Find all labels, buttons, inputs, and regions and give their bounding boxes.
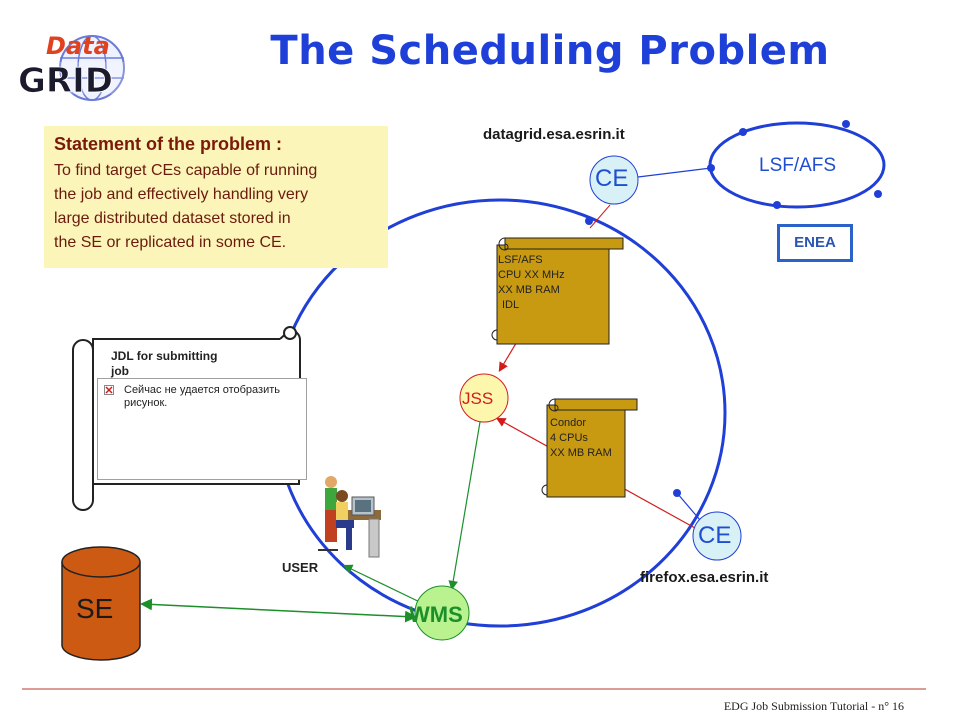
ce-top-node[interactable]: [589, 155, 639, 205]
resource-scroll-bottom: [541, 398, 638, 498]
problem-statement: Statement of the problem : To find targe…: [44, 126, 388, 268]
image-error-line: Сейчас не удается отобразить: [124, 384, 280, 396]
image-error-text: Сейчас не удается отобразить рисунок.: [124, 384, 294, 410]
scroll-bottom-line: Condor: [550, 417, 587, 429]
wms-label: WMS: [409, 602, 463, 627]
scroll-top-line: IDL: [502, 299, 520, 311]
se-label: SE: [76, 593, 114, 624]
scroll-top-line: CPU XX MHz: [498, 269, 565, 281]
scroll-bottom-line: XX MB RAM: [550, 447, 612, 459]
datagrid-logo: Data GRID: [16, 32, 146, 101]
lsf-afs-label: LSF/AFS: [759, 155, 837, 176]
statement-line: large distributed dataset stored in: [54, 210, 291, 227]
ce-bottom-node[interactable]: [692, 511, 742, 561]
statement-body: To find target CEs capable of running th…: [54, 159, 378, 255]
jdl-title-line: job: [111, 364, 129, 378]
statement-line: the SE or replicated in some CE.: [54, 234, 287, 251]
slide-footer: EDG Job Submission Tutorial - n° 16: [723, 699, 904, 713]
scroll-bottom-line: 4 CPUs: [550, 432, 588, 444]
jss-node[interactable]: [459, 373, 509, 423]
scroll-top-line: XX MB RAM: [498, 284, 560, 296]
broken-image-icon: [104, 385, 114, 395]
page-title: The Scheduling Problem: [270, 28, 830, 74]
host-label-bottom: firefox.esa.esrin.it: [640, 569, 769, 586]
image-error-line: рисунок.: [124, 397, 168, 409]
logo-grid-text: GRID: [18, 61, 113, 101]
ce-top-label: CE: [595, 165, 629, 192]
statement-line: To find target CEs capable of running: [54, 162, 318, 179]
scroll-top-text: LSF/AFS CPU XX MHz XX MB RAM IDL: [498, 253, 565, 313]
scroll-top-line: LSF/AFS: [498, 254, 543, 266]
scroll-bottom-text: Condor 4 CPUs XX MB RAM: [550, 416, 612, 461]
jdl-title: JDL for submitting job: [111, 349, 217, 379]
enea-badge: ENEA: [777, 224, 853, 262]
wms-node[interactable]: [414, 585, 470, 641]
jss-label: JSS: [462, 389, 494, 408]
ce-bottom-label: CE: [698, 522, 732, 549]
resource-scroll-top: [491, 237, 624, 345]
host-label-top: datagrid.esa.esrin.it: [483, 126, 625, 143]
statement-line: the job and effectively handling very: [54, 186, 309, 203]
jdl-image-placeholder: [97, 378, 307, 480]
user-figure: [318, 476, 381, 558]
se-storage[interactable]: [61, 546, 141, 661]
jdl-title-line: JDL for submitting: [111, 349, 218, 363]
logo-data-text: Data: [46, 32, 110, 60]
statement-heading: Statement of the problem :: [54, 134, 283, 154]
user-label: USER: [282, 560, 319, 575]
